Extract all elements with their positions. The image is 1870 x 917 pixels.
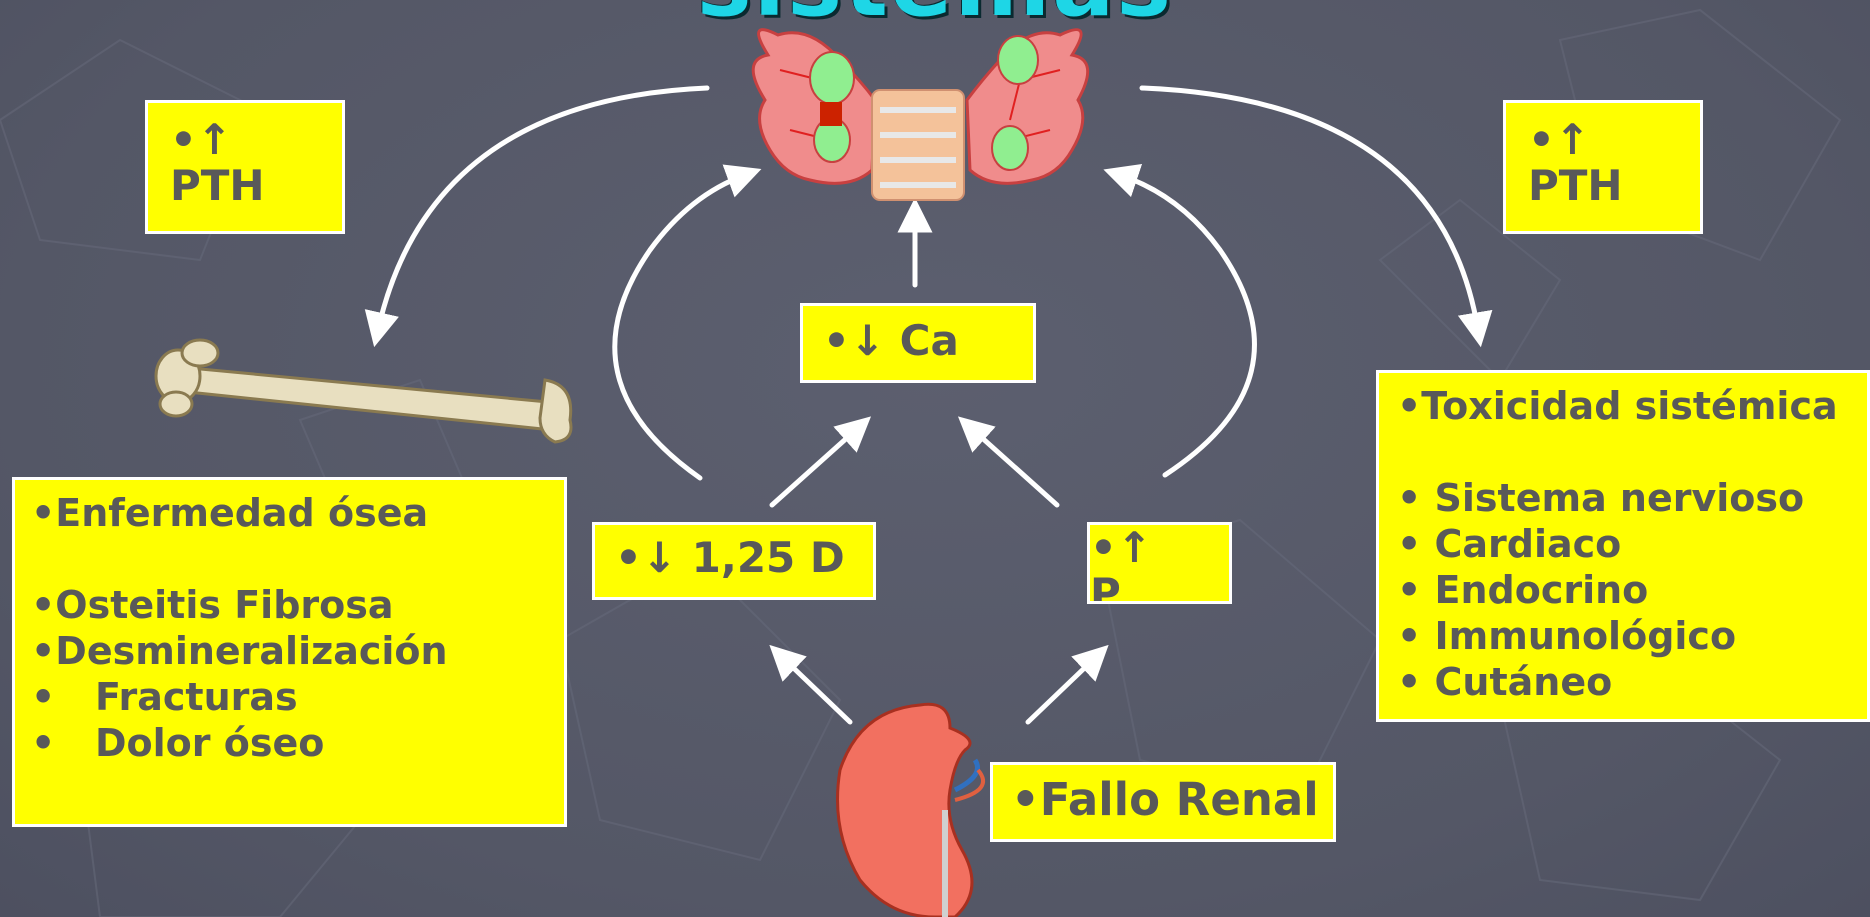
bone-disease-heading: •Enfermedad ósea	[31, 490, 564, 536]
toxicity-spacer	[1397, 429, 1867, 475]
arrow-d-to-gland	[615, 175, 745, 478]
kidney-icon	[838, 704, 984, 917]
pth-box-left: •↑ PTH	[145, 100, 345, 234]
vitamin-d-text: •↓ 1,25 D	[615, 535, 873, 581]
arrow-d-to-ca	[772, 428, 858, 505]
pth-left-bullet: •↑	[170, 117, 342, 163]
toxicity-item: • Cardiaco	[1397, 521, 1867, 567]
bone-disease-box: •Enfermedad ósea •Osteitis Fibrosa •Desm…	[12, 477, 567, 827]
pth-box-right: •↑ PTH	[1503, 100, 1703, 234]
phosphate-label: P	[1090, 571, 1229, 604]
bone-disease-item: •Osteitis Fibrosa	[31, 582, 564, 628]
bone-icon	[156, 340, 571, 442]
ca-text: •↓ Ca	[823, 318, 1033, 364]
pth-right-bullet: •↑	[1528, 117, 1700, 163]
toxicity-item: • Endocrino	[1397, 567, 1867, 613]
renal-failure-box: •Fallo Renal	[990, 762, 1336, 842]
bone-disease-item: •Desmineralización	[31, 628, 564, 674]
pth-left-label: PTH	[170, 163, 342, 209]
arrow-gland-to-toxicity	[1142, 88, 1478, 330]
parathyroid-gland-icon	[753, 30, 1087, 200]
pth-right-label: PTH	[1528, 163, 1700, 209]
bone-disease-spacer	[31, 536, 564, 582]
arrow-p-to-gland	[1120, 175, 1254, 475]
arrow-kidney-to-p	[1028, 657, 1096, 722]
toxicity-heading: •Toxicidad sistémica	[1397, 383, 1867, 429]
arrow-gland-to-bone	[378, 88, 707, 330]
phosphate-box: •↑ P	[1087, 522, 1232, 604]
vitamin-d-box: •↓ 1,25 D	[592, 522, 876, 600]
phosphate-content: •↑ P	[1090, 525, 1229, 604]
arrow-p-to-ca	[971, 428, 1057, 505]
ca-box: •↓ Ca	[800, 303, 1036, 383]
bone-disease-item: • Dolor óseo	[31, 720, 564, 766]
bone-disease-item: • Fracturas	[31, 674, 564, 720]
toxicity-item: • Cutáneo	[1397, 659, 1867, 705]
toxicity-item: • Sistema nervioso	[1397, 475, 1867, 521]
phosphate-bullet: •↑	[1090, 525, 1229, 571]
systemic-toxicity-box: •Toxicidad sistémica • Sistema nervioso …	[1376, 370, 1870, 722]
toxicity-item: • Immunológico	[1397, 613, 1867, 659]
renal-failure-text: •Fallo Renal	[1011, 775, 1333, 825]
arrow-kidney-to-d	[782, 657, 850, 722]
